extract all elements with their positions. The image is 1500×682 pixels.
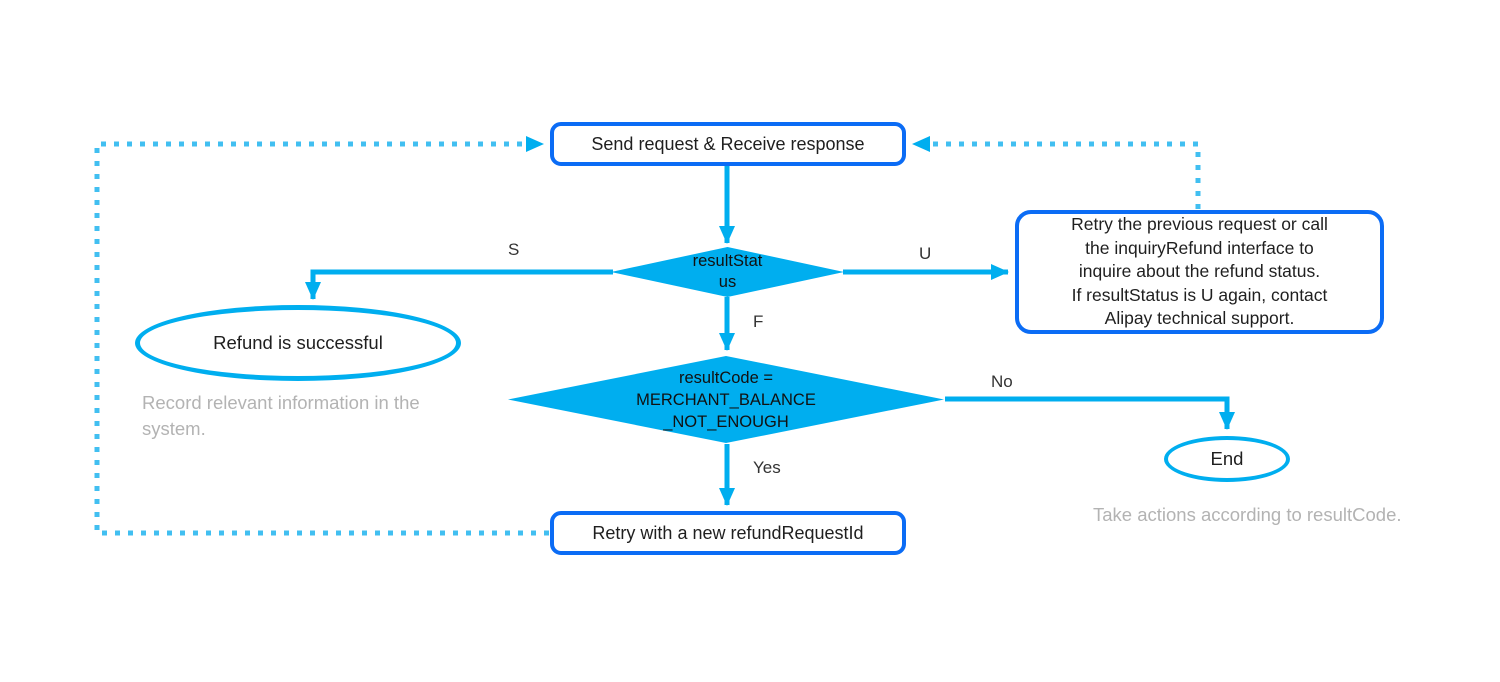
note-record-information: Record relevant information in the syste… — [142, 392, 420, 439]
node-send-request: Send request & Receive response — [550, 122, 906, 166]
note-take-actions: Take actions according to resultCode. — [1093, 504, 1402, 525]
node-refund-successful: Refund is successful — [135, 305, 461, 381]
edge-label-f: F — [753, 312, 764, 331]
edge-label-s: S — [508, 240, 520, 259]
edge-label-u: U — [919, 244, 932, 263]
node-end: End — [1164, 436, 1290, 482]
edge-retry-inquiry-to-send-dotted — [912, 136, 1201, 209]
edge-retry-new-to-send-dotted — [94, 136, 549, 536]
node-retry-new-refund-request-id: Retry with a new refundRequestId — [550, 511, 906, 555]
node-retry-or-inquiry: Retry the previous request or call the i… — [1015, 210, 1384, 334]
edge-status-to-refund — [305, 269, 613, 300]
edge-code-to-end — [945, 396, 1235, 430]
edge-label-no: No — [991, 372, 1013, 391]
edge-label-yes: Yes — [753, 458, 781, 477]
